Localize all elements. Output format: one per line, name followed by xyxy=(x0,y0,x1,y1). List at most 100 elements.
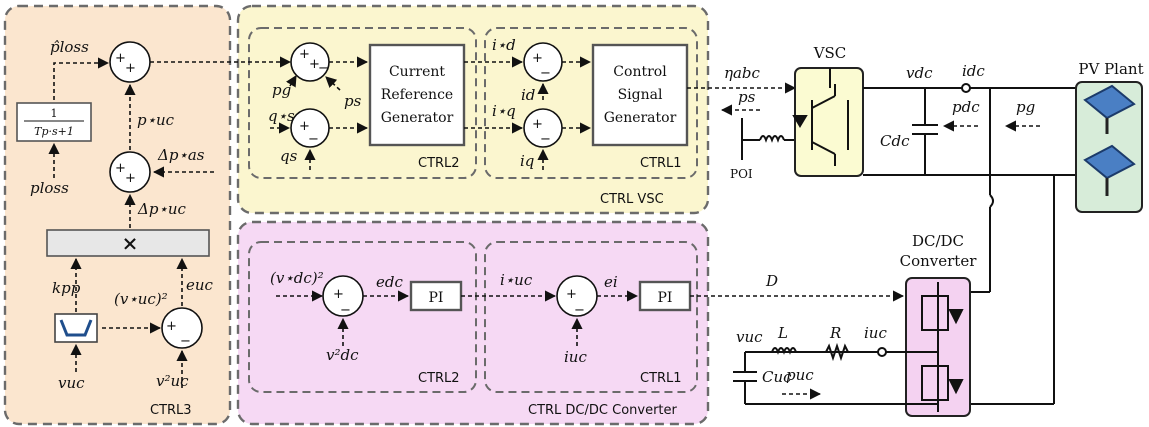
plant-i-dc: idc xyxy=(962,62,985,80)
signal-kp: kpp xyxy=(52,279,81,297)
label-vsc-ctrl2: CTRL2 xyxy=(418,156,460,171)
signal-p-s: ps xyxy=(344,92,362,110)
signal-q-s-star: q⋆s xyxy=(268,107,295,125)
plant-c-dc: Cdc xyxy=(880,132,910,150)
solar-panel-icon-2 xyxy=(1083,144,1136,196)
svg-text:Generator: Generator xyxy=(604,110,677,126)
signal-i-uc-star: i⋆uc xyxy=(500,271,533,289)
signal-p-g: pg xyxy=(272,81,291,99)
region-ctrl-dcdc xyxy=(236,220,710,426)
svg-text:−: − xyxy=(180,334,191,349)
uc-current-sensor xyxy=(877,347,887,357)
signal-v-uc-star-sq: (v⋆uc)² xyxy=(114,290,168,308)
plant-dcdc-label-1: DC/DC xyxy=(912,232,964,250)
label-vsc-ctrl1: CTRL1 xyxy=(640,156,682,171)
signal-p-loss-hat: p̂loss xyxy=(50,38,89,56)
signal-p-loss: ploss xyxy=(30,179,69,197)
svg-text:Current: Current xyxy=(389,64,445,80)
region-dc-ctrl2 xyxy=(248,241,477,393)
signal-duty: D xyxy=(765,272,778,290)
svg-text:+: + xyxy=(333,287,344,302)
grid-inductor xyxy=(759,135,785,143)
signal-e-i: ei xyxy=(604,273,618,291)
signal-i-q: iq xyxy=(520,152,534,170)
signal-p-uc-star: p⋆uc xyxy=(137,111,175,129)
signal-v-uc-sq: v²uc xyxy=(156,372,189,390)
svg-text:+: + xyxy=(299,47,310,62)
lowpass-den: Tp·s+1 xyxy=(34,125,74,138)
plant-v-uc: vuc xyxy=(736,328,763,346)
region-vsc-ctrl2 xyxy=(248,27,477,179)
signal-i-q-star: i⋆q xyxy=(492,102,516,120)
signal-i-d: id xyxy=(521,86,535,104)
plant-p-s: ps xyxy=(738,88,756,106)
plant-p-dc: pdc xyxy=(952,98,980,116)
svg-text:PI: PI xyxy=(658,290,673,306)
svg-text:−: − xyxy=(318,61,329,76)
signal-delta-p-as: Δp⋆as xyxy=(157,146,205,164)
dcdc-igbt-icon xyxy=(921,282,964,412)
label-ctrl-vsc: CTRL VSC xyxy=(600,192,664,207)
current-reference-generator xyxy=(368,43,466,147)
sum-junction-vuc xyxy=(161,307,203,349)
plant-pv-label: PV Plant xyxy=(1078,60,1143,78)
label-dc-ctrl2: CTRL2 xyxy=(418,371,460,386)
svg-text:+: + xyxy=(166,319,177,334)
svg-text:+: + xyxy=(309,57,320,72)
svg-text:−: − xyxy=(540,132,551,147)
signal-q-s: qs xyxy=(280,147,298,165)
plant-v-dc: vdc xyxy=(906,64,933,82)
plant-p-g: pg xyxy=(1016,98,1035,116)
svg-text:−: − xyxy=(574,303,585,318)
plant-poi: POI xyxy=(730,167,753,181)
signal-v-dc-star-sq: (v⋆dc)² xyxy=(270,269,324,287)
svg-text:+: + xyxy=(566,287,577,302)
sum-junction-delta xyxy=(109,151,151,193)
signal-i-d-star: i⋆d xyxy=(492,36,516,54)
plant-r: R xyxy=(829,324,841,342)
plant-p-uc: puc xyxy=(786,366,814,384)
solar-panel-icon xyxy=(1083,84,1136,134)
lowpass-filter-block xyxy=(16,102,92,142)
plant-i-uc: iuc xyxy=(864,324,887,342)
svg-text:+: + xyxy=(299,119,310,134)
svg-text:+: + xyxy=(532,51,543,66)
label-ctrl-dcdc: CTRL DC/DC Converter xyxy=(528,403,678,418)
svg-text:+: + xyxy=(115,161,126,176)
signal-delta-p-uc: Δp⋆uc xyxy=(137,200,186,218)
label-ctrl3: CTRL3 xyxy=(150,403,192,418)
svg-text:+: + xyxy=(125,171,136,186)
signal-e-uc: euc xyxy=(186,276,214,294)
multiplier-block xyxy=(46,229,210,257)
signal-eta-abc: ηabc xyxy=(724,64,761,82)
svg-text:+: + xyxy=(115,51,126,66)
pi-controller-dc xyxy=(409,280,463,312)
lowpass-num: 1 xyxy=(51,107,58,120)
control-signal-generator xyxy=(591,43,689,147)
svg-text:Generator: Generator xyxy=(381,110,454,126)
plant-vsc-label: VSC xyxy=(813,44,847,62)
filter-icon xyxy=(54,313,98,343)
multiplier-symbol: × xyxy=(122,231,139,255)
svg-text:PI: PI xyxy=(429,290,444,306)
uc-inductor xyxy=(771,347,797,355)
region-vsc-ctrl1 xyxy=(484,27,698,179)
svg-text:Reference: Reference xyxy=(381,87,453,103)
plant-dcdc-label-2: Converter xyxy=(900,252,978,270)
plant-c-uc: Cuc xyxy=(762,368,792,386)
svg-text:−: − xyxy=(340,303,351,318)
signal-i-uc: iuc xyxy=(564,348,587,366)
svg-text:+: + xyxy=(532,117,543,132)
region-dc-ctrl1 xyxy=(484,241,698,393)
dc-current-sensor xyxy=(961,83,971,93)
svg-text:−: − xyxy=(308,132,319,147)
filter-icon-shape xyxy=(59,319,93,337)
uc-resistor xyxy=(825,342,849,362)
plant-l: L xyxy=(777,324,788,342)
signal-e-dc: edc xyxy=(376,273,403,291)
signal-v-dc-sq: v²dc xyxy=(326,346,359,364)
label-dc-ctrl1: CTRL1 xyxy=(640,371,682,386)
svg-text:Control: Control xyxy=(613,64,667,80)
igbt-icon xyxy=(792,84,849,166)
